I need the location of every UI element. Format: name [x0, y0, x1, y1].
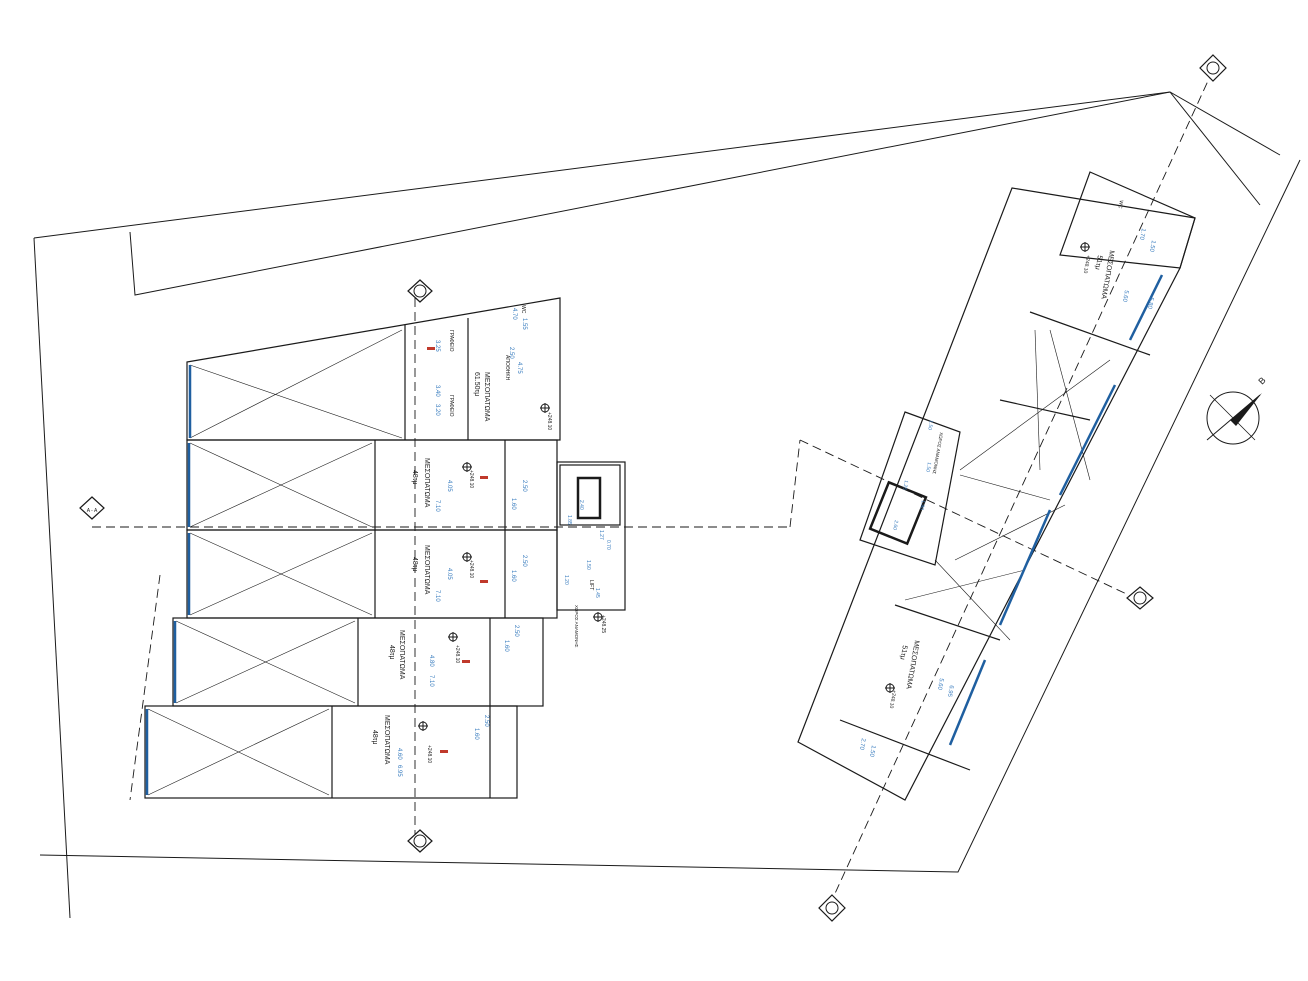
svg-text:ΓΡΑΦΕΙΟ: ΓΡΑΦΕΙΟ	[448, 395, 454, 417]
svg-text:6.95: 6.95	[396, 765, 402, 777]
svg-text:48τμ: 48τμ	[411, 557, 418, 572]
svg-text:61.50τμ: 61.50τμ	[473, 372, 480, 396]
svg-text:2.50: 2.50	[521, 555, 527, 567]
section-marker-right-bottom	[818, 894, 846, 922]
svg-text:6.95: 6.95	[946, 685, 954, 698]
north-arrow-icon: B	[1206, 375, 1268, 445]
svg-text:ΜΕΣΟΠΑΤΩΜΑ: ΜΕΣΟΠΑΤΩΜΑ	[383, 715, 390, 765]
svg-text:+248.25: +248.25	[600, 615, 606, 633]
svg-text:7.10: 7.10	[428, 675, 434, 687]
svg-text:3.25: 3.25	[434, 340, 440, 352]
svg-text:2.50: 2.50	[508, 347, 514, 359]
svg-text:ΜΕΣΟΠΑΤΩΜΑ: ΜΕΣΟΠΑΤΩΜΑ	[423, 545, 430, 595]
svg-text:51τμ: 51τμ	[898, 645, 907, 661]
section-marker-bottom	[407, 829, 433, 853]
svg-text:ΧΩΡΟΣ ΑΝΑΜΟΝΗΣ: ΧΩΡΟΣ ΑΝΑΜΟΝΗΣ	[932, 432, 944, 475]
svg-text:+248.10: +248.10	[468, 470, 474, 488]
svg-text:5.60: 5.60	[936, 678, 944, 691]
svg-text:1.20: 1.20	[563, 575, 569, 585]
svg-text:1.45: 1.45	[594, 588, 600, 598]
svg-text:+248.10: +248.10	[1082, 255, 1091, 274]
svg-text:B: B	[1256, 375, 1267, 386]
left-core-labels: LIFT +248.25 ΧΩΡΟΣ ΑΝΑΜΟΝΗΣ 2.40 1.85 1.…	[563, 500, 611, 648]
svg-text:1.50: 1.50	[585, 560, 591, 570]
svg-text:ΜΕΣΟΠΑΤΩΜΑ: ΜΕΣΟΠΑΤΩΜΑ	[398, 630, 405, 680]
svg-text:+248.10: +248.10	[888, 690, 897, 709]
site-boundary	[33, 91, 1301, 919]
svg-text:ΓΡΑΦΕΙΟ: ΓΡΑΦΕΙΟ	[448, 330, 454, 352]
svg-text:2.50: 2.50	[513, 625, 519, 637]
unit-3-labels: ΜΕΣΟΠΑΤΩΜΑ 48τμ 4.05 7.10 2.50 1.60 +248…	[411, 545, 527, 602]
svg-text:1.90: 1.90	[918, 500, 926, 511]
svg-text:3.20: 3.20	[434, 404, 440, 416]
section-marker-top	[407, 279, 433, 303]
svg-text:LIFT: LIFT	[588, 580, 594, 590]
svg-text:ΧΩΡΟΣ ΑΝΑΜΟΝΗΣ: ΧΩΡΟΣ ΑΝΑΜΟΝΗΣ	[574, 605, 579, 648]
svg-text:4.60: 4.60	[396, 748, 402, 760]
svg-text:ΜΕΣΟΠΑΤΩΜΑ: ΜΕΣΟΠΑΤΩΜΑ	[483, 372, 490, 422]
svg-text:+248.10: +248.10	[546, 412, 552, 430]
svg-text:48τμ: 48τμ	[411, 470, 418, 485]
right-unit-bottom-labels: ΜΕΣΟΠΑΤΩΜΑ 51τμ 5.60 6.95 2.70 1.50 +248…	[858, 640, 954, 758]
svg-text:1.60: 1.60	[473, 728, 479, 740]
svg-text:1.60: 1.60	[510, 570, 516, 582]
right-building	[797, 171, 1196, 801]
section-marker-aa: A - A	[79, 496, 105, 520]
svg-text:48τμ: 48τμ	[371, 730, 378, 745]
glazing-right	[948, 274, 1164, 746]
void-marks-right	[904, 329, 1111, 641]
section-lines	[92, 69, 1214, 901]
svg-text:4.80: 4.80	[428, 655, 434, 667]
svg-text:WC: WC	[1117, 200, 1124, 210]
section-marker-right-top	[1199, 54, 1227, 82]
svg-text:3.40: 3.40	[434, 385, 440, 397]
svg-text:2.50: 2.50	[521, 480, 527, 492]
left-building	[144, 297, 626, 799]
section-marker-right-mid	[1126, 586, 1154, 610]
svg-text:1.25: 1.25	[901, 480, 909, 491]
void-marks-left	[147, 329, 403, 796]
svg-text:4.05: 4.05	[446, 568, 452, 580]
svg-text:1.50: 1.50	[868, 745, 876, 758]
svg-text:+248.10: +248.10	[426, 745, 432, 763]
svg-text:1.27: 1.27	[598, 530, 604, 540]
svg-text:ΜΕΣΟΠΑΤΩΜΑ: ΜΕΣΟΠΑΤΩΜΑ	[423, 458, 430, 508]
unit-2-labels: ΜΕΣΟΠΑΤΩΜΑ 48τμ 4.05 7.10 2.50 1.60 +248…	[411, 458, 527, 512]
svg-text:ΑΠΟΘΗΚΗ: ΑΠΟΘΗΚΗ	[504, 355, 510, 381]
svg-text:4.75: 4.75	[516, 362, 522, 374]
svg-text:1.50: 1.50	[926, 420, 934, 431]
level-markers	[418, 242, 1090, 731]
glazing-left	[145, 365, 192, 795]
svg-text:A - A: A - A	[87, 508, 98, 514]
svg-text:2.40: 2.40	[578, 500, 584, 510]
svg-text:5.60: 5.60	[1121, 290, 1129, 303]
svg-text:1.55: 1.55	[521, 318, 527, 330]
svg-text:1.85: 1.85	[566, 515, 572, 525]
svg-text:+248.10: +248.10	[454, 645, 460, 663]
right-core-labels: 1.50 1.50 1.25 1.90 2.60 ΧΩΡΟΣ ΑΝΑΜΟΝΗΣ	[891, 420, 944, 531]
svg-text:2.50: 2.50	[483, 715, 489, 727]
svg-text:51τμ: 51τμ	[1093, 255, 1102, 271]
svg-text:4.05: 4.05	[446, 480, 452, 492]
unit-5-labels: ΜΕΣΟΠΑΤΩΜΑ 48τμ 4.60 6.95 2.50 1.60 +248…	[371, 715, 489, 777]
svg-text:+248.10: +248.10	[468, 560, 474, 578]
unit-4-labels: ΜΕΣΟΠΑΤΩΜΑ 48τμ 4.80 7.10 2.50 1.60 +248…	[388, 625, 519, 687]
svg-text:48τμ: 48τμ	[388, 645, 395, 660]
svg-text:WC: WC	[520, 305, 526, 314]
right-unit-top-labels: ΜΕΣΟΠΑΤΩΜΑ 51τμ 5.60 5.80 1.70 1.50 +248…	[1082, 200, 1156, 310]
svg-text:1.60: 1.60	[510, 498, 516, 510]
svg-text:7.10: 7.10	[434, 500, 440, 512]
svg-text:1.70: 1.70	[1138, 228, 1146, 241]
svg-text:1.50: 1.50	[924, 462, 932, 473]
svg-text:2.60: 2.60	[891, 520, 899, 531]
svg-text:7.10: 7.10	[434, 590, 440, 602]
svg-text:1.50: 1.50	[1148, 240, 1156, 253]
svg-text:4.70: 4.70	[511, 308, 517, 320]
svg-text:1.60: 1.60	[503, 640, 509, 652]
unit-1-labels: ΜΕΣΟΠΑΤΩΜΑ 61.50τμ ΓΡΑΦΕΙΟ ΓΡΑΦΕΙΟ ΑΠΟΘΗ…	[427, 305, 552, 430]
svg-text:2.70: 2.70	[858, 738, 866, 751]
svg-text:0.70: 0.70	[605, 540, 611, 550]
svg-text:5.80: 5.80	[1146, 297, 1154, 310]
